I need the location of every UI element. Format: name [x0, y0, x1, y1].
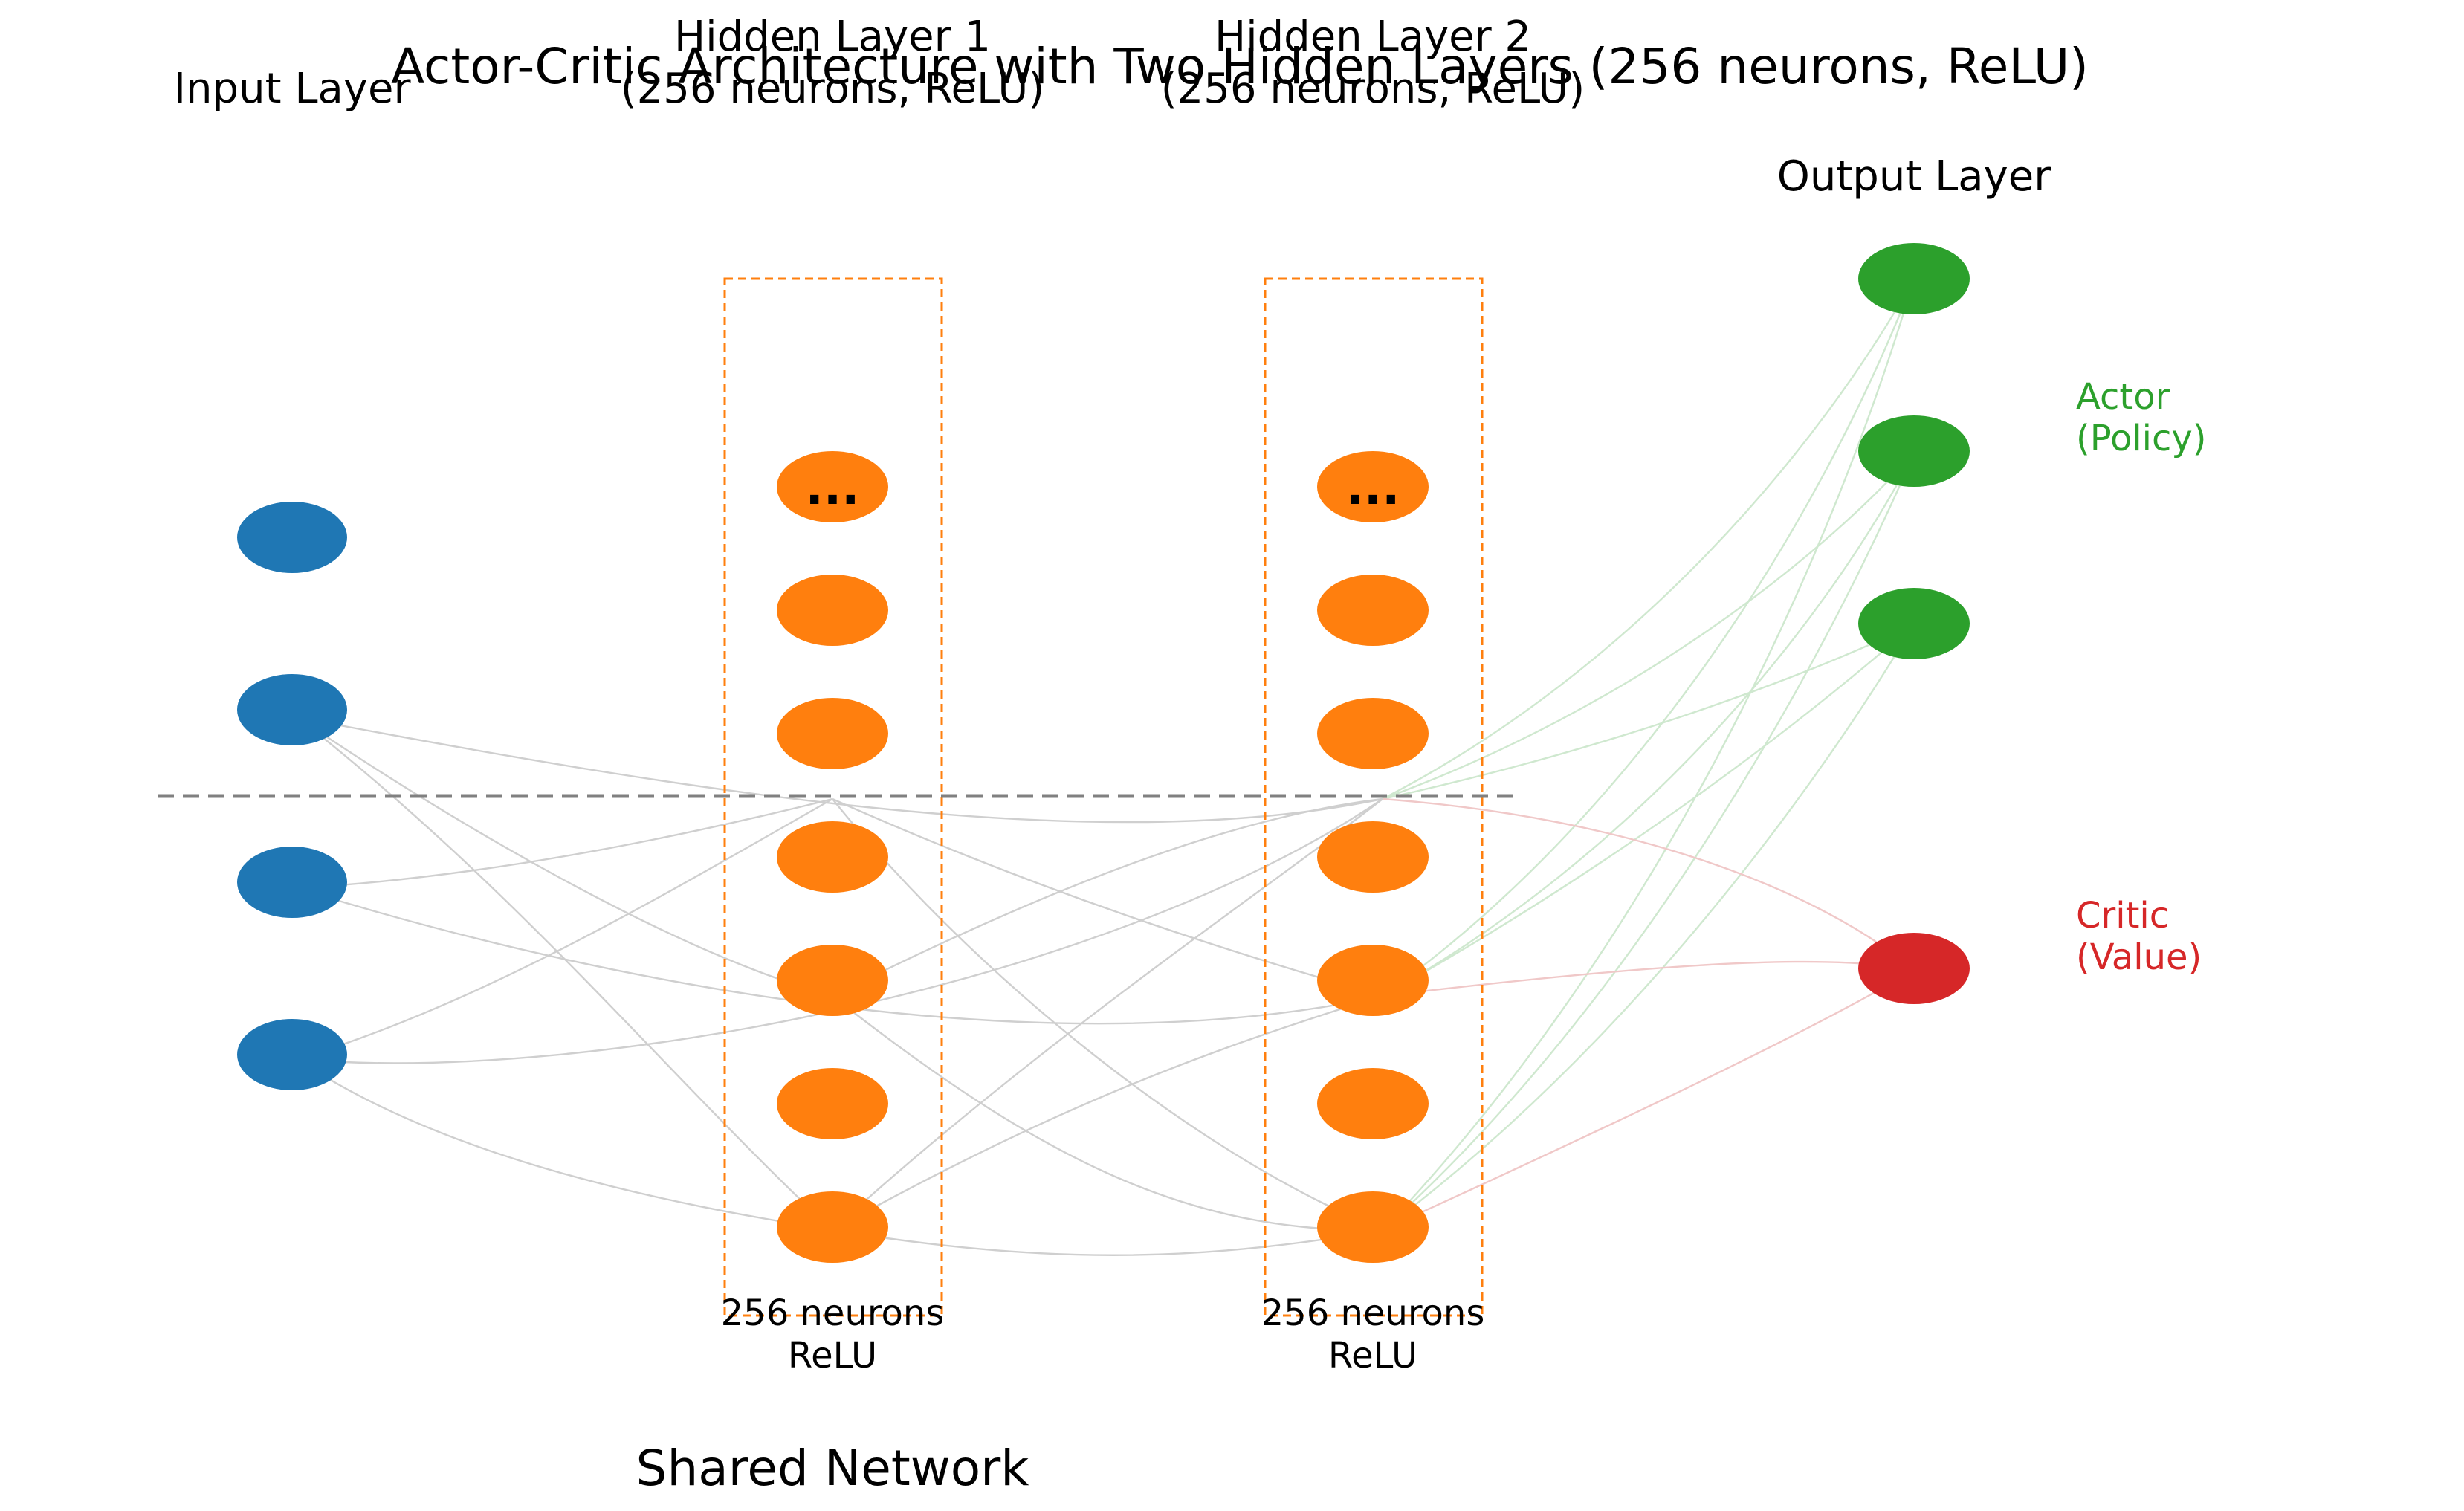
hidden-layer-1-box: [723, 277, 943, 1317]
actor-neuron: [1858, 588, 1970, 659]
hidden-neuron: [777, 1191, 888, 1263]
hidden-neuron: [777, 1068, 888, 1139]
actor-neuron: [1858, 243, 1970, 314]
input-layer-label: Input Layer: [174, 65, 412, 113]
critic-label: Critic: [2076, 895, 2169, 936]
edge: [1382, 960, 1915, 997]
hidden-neuron: [777, 821, 888, 893]
actor-sublabel: (Policy): [2076, 418, 2207, 459]
hidden-neuron: [1317, 575, 1429, 646]
critic-neuron: [1858, 933, 1970, 1004]
shared-network-label: Shared Network: [636, 1440, 1030, 1497]
edge: [297, 716, 833, 997]
edge: [832, 1229, 1383, 1256]
input-neuron: [237, 1019, 347, 1090]
hidden-neuron: [1317, 945, 1429, 1016]
hidden-2-ellipsis: ...: [1346, 461, 1400, 516]
edge: [832, 798, 1383, 1232]
hidden-neuron: [777, 945, 888, 1016]
edge: [1382, 278, 1915, 800]
hidden-2-activation: ReLU: [1328, 1335, 1417, 1376]
edge: [1382, 797, 1915, 971]
hidden-layer-2-label: Hidden Layer 2: [1215, 13, 1531, 61]
hidden-layer-1-sublabel: (256 neurons, ReLU): [621, 65, 1044, 113]
critic-sublabel: (Value): [2076, 936, 2202, 978]
hidden-layer-2-sublabel: (256 neurons, ReLU): [1161, 65, 1585, 113]
connection-edges: [297, 278, 1915, 1256]
edge: [832, 797, 1383, 997]
edge: [297, 1058, 833, 1232]
edge: [1382, 624, 1915, 1231]
hidden-neuron: [777, 575, 888, 646]
edge: [1382, 453, 1915, 800]
hidden-neuron-ellipsis: [1317, 451, 1429, 522]
input-neurons: [237, 502, 347, 1090]
output-neurons: [1858, 243, 1970, 1004]
edge: [832, 994, 1383, 1232]
hidden-layer-1-label: Hidden Layer 1: [674, 13, 991, 61]
hidden-1-activation: ReLU: [788, 1335, 877, 1376]
hidden-neuron: [1317, 821, 1429, 893]
edge: [832, 995, 1383, 1232]
hidden-neuron: [1317, 698, 1429, 769]
hidden-layer-2-neurons: [1317, 451, 1429, 1263]
hidden-1-ellipsis: ...: [806, 461, 860, 516]
edge: [1382, 453, 1915, 1231]
edge: [1382, 278, 1915, 1231]
hidden-neuron: [1317, 1068, 1429, 1139]
hidden-neuron-ellipsis: [777, 451, 888, 522]
input-neuron: [237, 674, 347, 745]
actor-label: Actor: [2076, 376, 2170, 418]
input-neuron: [237, 502, 347, 573]
edge: [1382, 278, 1915, 997]
hidden-1-caption: 256 neurons: [721, 1292, 945, 1334]
edge: [297, 716, 1383, 824]
edge: [1382, 968, 1915, 1232]
edge: [1382, 623, 1915, 800]
edge: [1382, 453, 1915, 997]
actor-neuron: [1858, 415, 1970, 487]
diagram-title: Actor-Critic Architecture with Two Hidde…: [391, 38, 2089, 95]
output-layer-label: Output Layer: [1777, 152, 2051, 201]
edge: [832, 797, 1383, 997]
hidden-2-caption: 256 neurons: [1261, 1292, 1485, 1334]
hidden-layer-1-neurons: [777, 451, 888, 1263]
hidden-layer-2-box: [1264, 277, 1484, 1317]
edge: [297, 797, 833, 890]
hidden-neuron: [1317, 1191, 1429, 1263]
edge: [1382, 624, 1915, 997]
input-neuron: [237, 847, 347, 918]
hidden-neuron: [777, 698, 888, 769]
edge: [297, 797, 833, 1061]
